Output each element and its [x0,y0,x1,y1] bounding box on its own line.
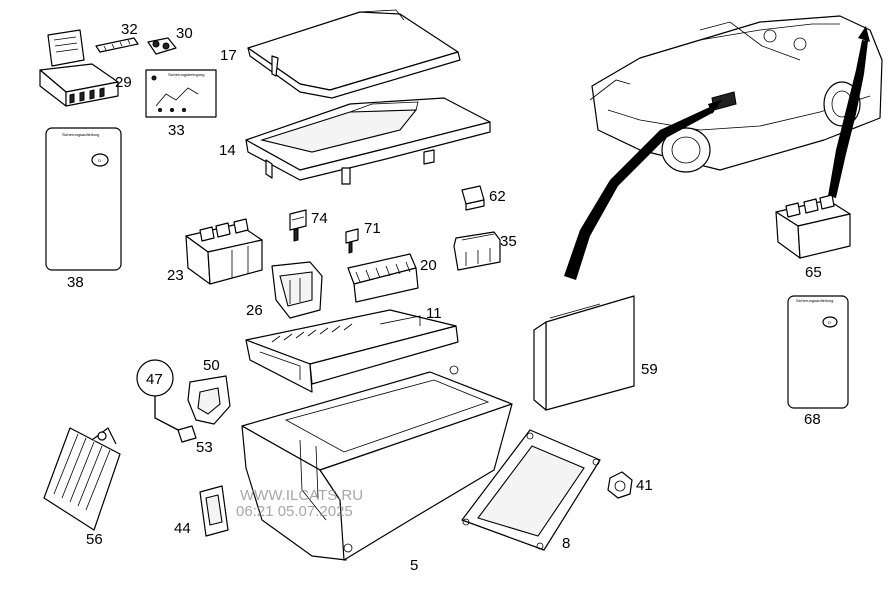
relay-block-35-icon [453,231,501,271]
label-65: 65 [805,264,822,281]
label-59: 59 [641,361,658,378]
housing-5-icon [241,365,513,561]
label-30: 30 [176,25,193,42]
card-header-68: Sicherungsaufteilung [796,298,833,303]
fuse-74-icon [289,209,307,242]
label-35: 35 [500,233,517,250]
clip-44-icon [199,485,229,537]
panel-59-icon [533,295,635,411]
cover-17-icon [247,9,461,99]
connector-26-icon [271,261,323,319]
terminal-strip-20-icon [347,253,419,303]
plug-53-icon [177,425,197,443]
label-11: 11 [426,305,442,322]
label-17: 17 [220,47,237,64]
label-50: 50 [203,357,220,374]
label-74: 74 [311,210,328,227]
badge-letter-68: D [828,320,831,325]
label-29: 29 [115,74,132,91]
relay-box-65-icon [775,194,851,259]
label-47: 47 [146,371,163,388]
card-header-38: Sicherungsaufteilung [62,132,99,137]
label-68: 68 [804,411,821,428]
module-56-icon [43,427,121,531]
fuse-card-38-icon: Sicherungsaufteilung D [45,127,122,271]
watermark-line1: WWW.ILCATS.RU [240,487,363,504]
carrier-14-icon [245,97,491,185]
label-5: 5 [410,557,418,574]
nut-41-icon [607,471,633,499]
label-sheet-33-icon: Sicherungsbelegung [145,69,217,118]
relay-box-23-icon [185,218,263,285]
clip-30-icon [147,37,177,55]
label-71: 71 [364,220,381,237]
fuse-card-68-icon: Sicherungsaufteilung D [787,295,849,409]
label-33: 33 [168,122,185,139]
label-44: 44 [174,520,191,537]
fuse-71-icon [345,228,359,254]
label-38: 38 [67,274,84,291]
badge-letter-38: D [98,158,101,163]
label-56: 56 [86,531,103,548]
svg-text:Sicherungsbelegung: Sicherungsbelegung [168,72,204,77]
grommet-50-icon [187,375,231,425]
watermark-line2: 06:21 05.07.2025 [236,503,353,520]
fuse-holder-29-icon [39,29,119,107]
label-41: 41 [636,477,653,494]
label-14: 14 [219,142,236,159]
label-20: 20 [420,257,437,274]
label-53: 53 [196,439,213,456]
label-8: 8 [562,535,570,552]
fuse-strip-32-icon [95,37,139,53]
relay-62-icon [461,185,485,211]
arrow-icon [564,26,870,280]
callout-47-icon [136,359,183,433]
fuse-carrier-11-icon [245,309,459,393]
label-62: 62 [489,188,506,205]
label-32: 32 [121,21,138,38]
label-26: 26 [246,302,263,319]
label-23: 23 [167,267,184,284]
gasket-8-icon [461,429,601,551]
